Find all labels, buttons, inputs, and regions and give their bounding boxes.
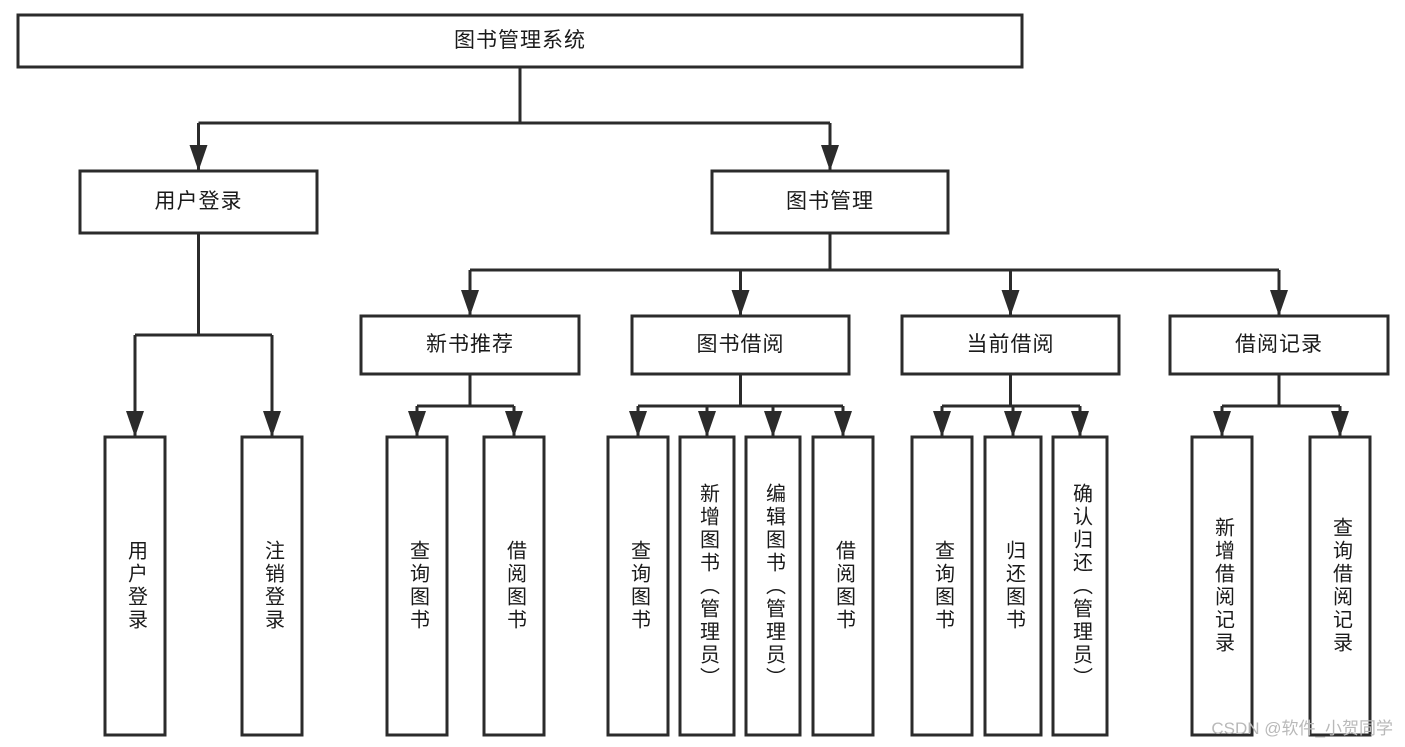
arrow-head-current-borrow bbox=[1001, 290, 1020, 316]
nodes-layer bbox=[16, 13, 1390, 737]
node-box-leaf-edit-book[interactable] bbox=[744, 435, 802, 737]
arrow-head-leaf-query-3 bbox=[933, 411, 951, 437]
node-box-leaf-borrow-1[interactable] bbox=[482, 435, 546, 737]
arrow-head-book-mgmt bbox=[821, 145, 839, 171]
arrow-head-leaf-return bbox=[1004, 411, 1022, 437]
arrow-head-leaf-borrow-1 bbox=[505, 411, 523, 437]
node-box-user-login[interactable] bbox=[78, 169, 319, 235]
node-box-leaf-query-3[interactable] bbox=[910, 435, 974, 737]
arrow-head-leaf-edit-book bbox=[764, 411, 782, 437]
node-box-leaf-query-2[interactable] bbox=[606, 435, 670, 737]
node-box-leaf-query-1[interactable] bbox=[385, 435, 449, 737]
node-box-leaf-confirm[interactable] bbox=[1051, 435, 1109, 737]
arrow-head-new-book-rec bbox=[461, 290, 479, 316]
arrow-head-leaf-query-rec bbox=[1331, 411, 1349, 437]
arrow-head-leaf-confirm bbox=[1071, 411, 1089, 437]
watermark-text: CSDN @软件_小贺同学 bbox=[1211, 719, 1393, 738]
arrow-head-book-borrow bbox=[731, 290, 750, 316]
node-box-book-mgmt[interactable] bbox=[710, 169, 950, 235]
arrow-head-leaf-user-login bbox=[126, 411, 144, 437]
node-box-book-borrow[interactable] bbox=[630, 314, 851, 376]
node-box-new-book-rec[interactable] bbox=[359, 314, 581, 376]
node-box-leaf-add-rec[interactable] bbox=[1190, 435, 1254, 737]
node-box-leaf-borrow-2[interactable] bbox=[811, 435, 875, 737]
arrow-head-borrow-record bbox=[1270, 290, 1288, 316]
arrow-head-leaf-add-book bbox=[698, 411, 716, 437]
arrow-head-leaf-add-rec bbox=[1213, 411, 1231, 437]
node-box-current-borrow[interactable] bbox=[900, 314, 1121, 376]
edges-layer bbox=[126, 67, 1349, 437]
node-box-root[interactable] bbox=[16, 13, 1024, 69]
arrow-head-leaf-query-1 bbox=[408, 411, 426, 437]
arrow-head-user-login bbox=[189, 145, 208, 171]
arrow-head-leaf-query-2 bbox=[629, 411, 647, 437]
node-box-leaf-query-rec[interactable] bbox=[1308, 435, 1372, 737]
node-box-leaf-logout[interactable] bbox=[240, 435, 304, 737]
arrow-head-leaf-logout bbox=[263, 411, 281, 437]
arrow-head-leaf-borrow-2 bbox=[834, 411, 852, 437]
node-box-leaf-add-book[interactable] bbox=[678, 435, 736, 737]
node-box-borrow-record[interactable] bbox=[1168, 314, 1390, 376]
node-box-leaf-user-login[interactable] bbox=[103, 435, 167, 737]
node-box-leaf-return[interactable] bbox=[983, 435, 1043, 737]
